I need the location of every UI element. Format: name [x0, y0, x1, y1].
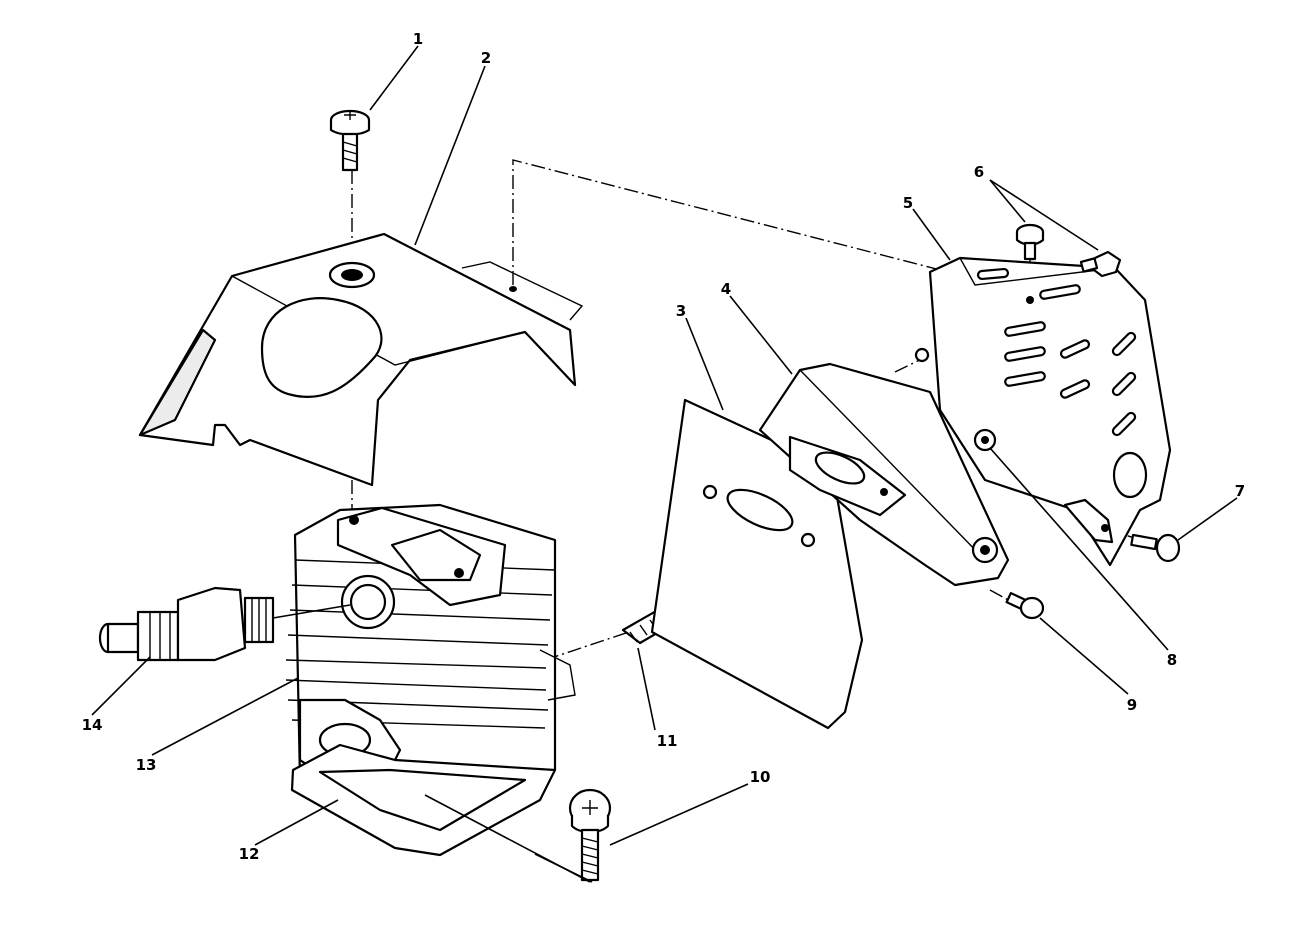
cylinder: [285, 503, 576, 832]
callout-13: 13: [136, 756, 157, 774]
callout-4: 4: [721, 280, 731, 298]
spark-plug: [98, 586, 351, 662]
shroud-screw: [329, 109, 371, 172]
cover-screws: [1015, 223, 1122, 278]
muffler: [758, 362, 1010, 587]
cover-slots: [976, 267, 1137, 437]
callout-3: 3: [676, 302, 686, 320]
callout-7: 7: [1235, 482, 1245, 500]
screw-7: [1130, 533, 1181, 563]
callout-8: 8: [1167, 651, 1177, 669]
callout-11: 11: [657, 732, 678, 750]
callout-14: 14: [82, 716, 103, 734]
cylinder-base-gasket: [290, 743, 557, 857]
callout-2: 2: [481, 49, 491, 67]
callout-labels: 1 2 3 4 5 6 7 8 9 10 11 12 13 14: [82, 30, 1246, 863]
callout-10: 10: [750, 768, 771, 786]
cylinder-screw: [568, 788, 612, 882]
leader-lines: [91, 45, 1238, 883]
callout-6: 6: [974, 163, 984, 181]
callout-5: 5: [903, 194, 913, 212]
callout-1: 1: [413, 30, 423, 48]
callout-12: 12: [239, 845, 260, 863]
muffler-cover: [914, 256, 1172, 567]
callout-9: 9: [1127, 696, 1137, 714]
screw-9: [1005, 591, 1045, 620]
cylinder-shroud: [138, 232, 584, 487]
